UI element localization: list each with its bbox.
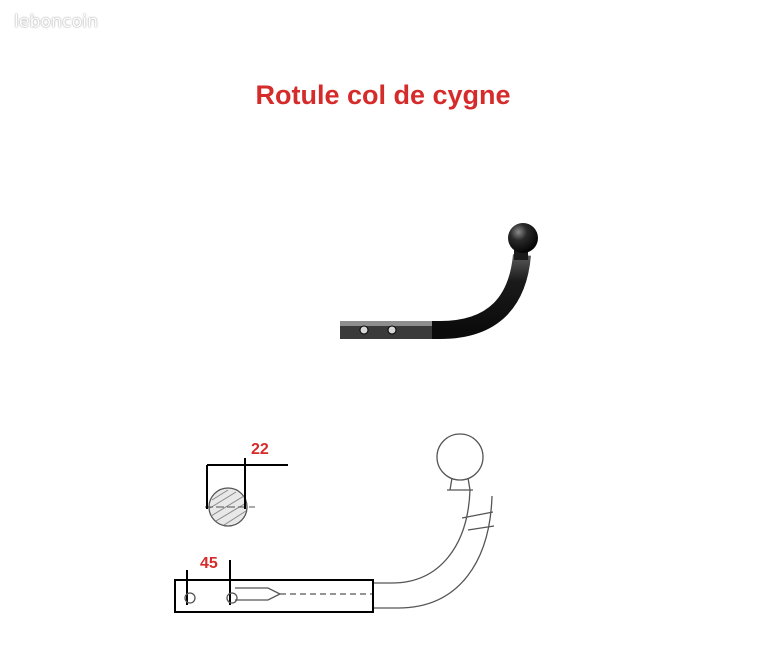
ball-diameter-label: 22: [251, 441, 269, 458]
hole-spacing-label: 45: [200, 555, 218, 572]
watermark-logo: leboncoin: [14, 12, 99, 32]
page-title: Rotule col de cygne: [255, 80, 511, 110]
